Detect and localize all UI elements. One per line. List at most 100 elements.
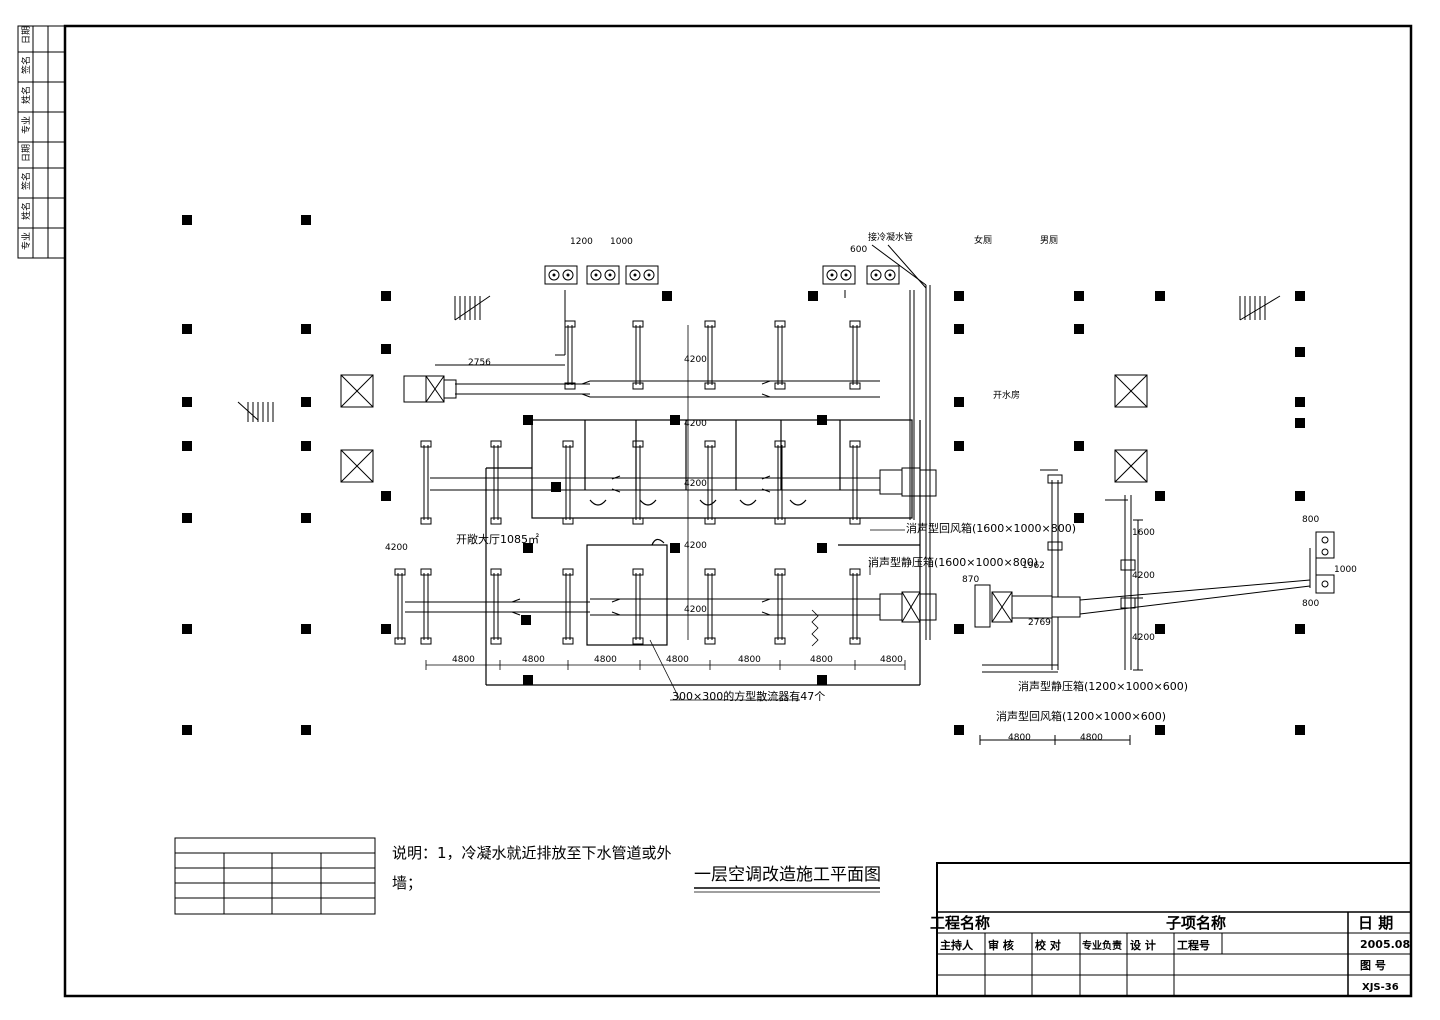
side-cell-7: 姓名 xyxy=(20,202,32,220)
column xyxy=(662,291,672,301)
diffuser xyxy=(849,517,861,525)
column xyxy=(1295,418,1305,428)
column xyxy=(301,513,311,523)
diffuser-leader xyxy=(649,529,905,701)
diffuser xyxy=(632,568,644,576)
column xyxy=(182,324,192,334)
diffuser xyxy=(394,568,406,576)
dim-4800-h: 4800 xyxy=(1008,733,1031,743)
men-toilet-label: 男厕 xyxy=(1040,235,1058,246)
diffuser xyxy=(490,568,502,576)
fan-coil xyxy=(403,375,427,403)
column xyxy=(954,324,964,334)
tb-project-name: 工程名称 xyxy=(930,914,990,932)
dim-4800-g: 4800 xyxy=(880,655,903,665)
stair-top-right xyxy=(1239,295,1281,321)
diffuser xyxy=(632,637,644,645)
reducer xyxy=(611,488,621,493)
outdoor-unit xyxy=(544,265,578,285)
column xyxy=(551,482,561,492)
column xyxy=(182,725,192,735)
diffuser xyxy=(490,517,502,525)
reducer xyxy=(761,393,771,398)
column xyxy=(301,441,311,451)
dim-4200-d: 4200 xyxy=(684,541,707,551)
column xyxy=(381,291,391,301)
diffuser xyxy=(849,637,861,645)
diffuser xyxy=(490,440,502,448)
diffuser xyxy=(849,320,861,328)
return-box xyxy=(919,469,937,497)
reducer xyxy=(761,611,771,616)
side-cell-4: 专业 xyxy=(20,116,32,134)
column xyxy=(301,397,311,407)
plenum xyxy=(879,593,903,621)
column xyxy=(182,513,192,523)
diffuser xyxy=(774,320,786,328)
column xyxy=(1155,291,1165,301)
ductwork xyxy=(394,320,937,645)
diffuser xyxy=(562,440,574,448)
outdoor-unit xyxy=(586,265,620,285)
static-box-2-label: 消声型静压箱(1200×1000×600) xyxy=(1018,679,1188,693)
dim-1000: 1000 xyxy=(610,237,633,247)
column xyxy=(817,675,827,685)
diffuser xyxy=(420,568,432,576)
outdoor-units xyxy=(544,265,900,285)
open-hall-label: 开敞大厅1085㎡ xyxy=(456,532,539,546)
column xyxy=(381,624,391,634)
reducer xyxy=(761,488,771,493)
stair-mid-left xyxy=(237,401,274,422)
column xyxy=(301,215,311,225)
column xyxy=(381,344,391,354)
column xyxy=(381,491,391,501)
dim-2756: 2756 xyxy=(468,358,491,368)
column xyxy=(301,324,311,334)
dim-4800-c: 4800 xyxy=(594,655,617,665)
fan-coil-x xyxy=(901,591,921,623)
tb-date-value: 2005.08 xyxy=(1360,938,1410,951)
diffuser xyxy=(774,517,786,525)
note-line-1: 说明：1，冷凝水就近排放至下水管道或外 xyxy=(392,844,672,862)
diffuser xyxy=(774,440,786,448)
column xyxy=(1295,725,1305,735)
tb-review: 审 核 xyxy=(988,938,1014,952)
dim-4800-d: 4800 xyxy=(666,655,689,665)
diffuser-note-label: 300×300的方型散流器有47个 xyxy=(672,689,825,703)
outdoor-unit xyxy=(866,265,900,285)
dimension-lines xyxy=(425,325,906,670)
diffuser xyxy=(420,517,432,525)
diffuser xyxy=(774,568,786,576)
diffuser xyxy=(394,637,406,645)
tb-subproject: 子项名称 xyxy=(1166,914,1226,932)
side-cell-3: 姓名 xyxy=(20,86,32,104)
dim-4800-b: 4800 xyxy=(522,655,545,665)
column xyxy=(954,725,964,735)
column xyxy=(182,397,192,407)
diffuser xyxy=(849,568,861,576)
side-strip: 日期 签名 姓名 专业 日期 签名 姓名 专业 xyxy=(17,25,66,259)
reducer xyxy=(611,475,621,480)
reducer xyxy=(611,598,621,603)
column xyxy=(523,415,533,425)
side-cell-1: 日期 xyxy=(21,26,32,44)
column xyxy=(808,291,818,301)
dim-4200-h: 4200 xyxy=(1132,633,1155,643)
tb-drawing-no-value: XJS-36 xyxy=(1362,982,1399,993)
dim-1962: 1962 xyxy=(1022,561,1045,571)
dim-600: 600 xyxy=(850,245,867,255)
diffuser xyxy=(420,637,432,645)
dim-4800-f: 4800 xyxy=(810,655,833,665)
column xyxy=(182,215,192,225)
column xyxy=(1295,624,1305,634)
diffuser xyxy=(562,637,574,645)
return-box-1-label: 消声型回风箱(1600×1000×800) xyxy=(906,521,1076,535)
tb-drawing-no-label: 图 号 xyxy=(1360,959,1386,972)
diffuser xyxy=(704,637,716,645)
drain-pipe-label: 接冷凝水管 xyxy=(868,231,913,243)
column xyxy=(1295,291,1305,301)
diffuser xyxy=(704,440,716,448)
tb-specialty: 专业负责 xyxy=(1082,939,1122,952)
diffuser xyxy=(774,382,786,390)
diffuser xyxy=(774,637,786,645)
